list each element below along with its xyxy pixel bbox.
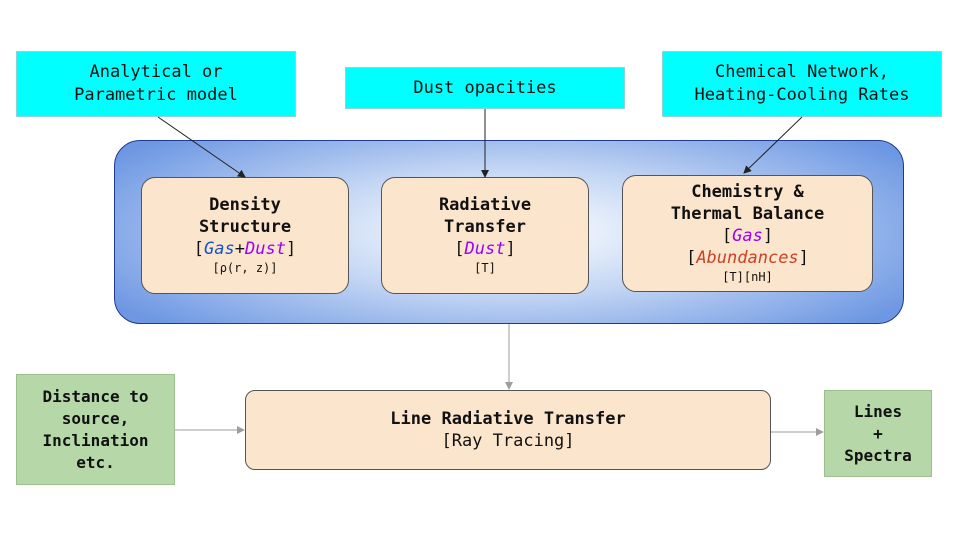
density-structure-box: Density Structure [Gas+Dust] [ρ(r, z)] bbox=[141, 177, 349, 294]
distance-line4: etc. bbox=[76, 452, 115, 472]
chemical-to-chemistry-arrow bbox=[743, 116, 803, 174]
gas-label: Gas bbox=[732, 226, 763, 246]
line-rt-detail: [Ray Tracing] bbox=[441, 431, 575, 451]
model-input-line2: Parametric model bbox=[74, 85, 238, 105]
output-line1: Lines bbox=[853, 401, 903, 421]
dust-label: Dust bbox=[245, 239, 286, 259]
dust-opacities-label: Dust opacities bbox=[413, 77, 557, 98]
line-rt-title: Line Radiative Transfer bbox=[390, 409, 626, 429]
output-line2: + bbox=[873, 423, 883, 443]
output-line3: Spectra bbox=[844, 445, 912, 465]
distance-line1: Distance to bbox=[42, 386, 149, 406]
chemical-network-box: Chemical Network, Heating-Cooling Rates bbox=[662, 51, 942, 117]
model-input-line1: Analytical or bbox=[89, 62, 223, 82]
output-box: Lines + Spectra bbox=[824, 390, 932, 477]
chemistry-box: Chemistry & Thermal Balance [Gas] [Abund… bbox=[622, 175, 873, 292]
radiative-transfer-box: Radiative Transfer [Dust] [T] bbox=[381, 177, 589, 294]
chemical-network-line1: Chemical Network, bbox=[715, 62, 889, 82]
distance-line3: Inclination bbox=[42, 430, 149, 450]
density-title-line2: Structure bbox=[198, 217, 292, 237]
density-detail: [ρ(r, z)] bbox=[212, 261, 278, 275]
radiative-species: [Dust] bbox=[454, 239, 516, 259]
distance-line2: source, bbox=[61, 408, 130, 428]
radiative-detail: [T] bbox=[474, 261, 496, 275]
distance-box: Distance to source, Inclination etc. bbox=[16, 374, 175, 485]
chemistry-title-line1: Chemistry & bbox=[691, 182, 804, 202]
radiative-title-line1: Radiative bbox=[438, 195, 532, 215]
line-radiative-transfer-box: Line Radiative Transfer [Ray Tracing] bbox=[245, 390, 771, 470]
dust-opacities-box: Dust opacities bbox=[345, 67, 625, 109]
chemistry-title-line2: Thermal Balance bbox=[670, 204, 825, 224]
chemistry-abundances: [Abundances] bbox=[686, 248, 809, 268]
density-title-line1: Density bbox=[209, 195, 281, 215]
dust-label: Dust bbox=[464, 239, 506, 259]
density-species: [Gas+Dust] bbox=[193, 239, 297, 259]
model-to-density-arrow bbox=[157, 116, 246, 178]
model-input-box: Analytical or Parametric model bbox=[16, 51, 296, 117]
abundances-label: Abundances bbox=[696, 248, 799, 268]
chemistry-detail: [T][nH] bbox=[722, 270, 773, 284]
gas-label: Gas bbox=[204, 239, 235, 259]
chemistry-gas: [Gas] bbox=[721, 226, 774, 246]
chemical-network-line2: Heating-Cooling Rates bbox=[694, 85, 910, 105]
radiative-title-line2: Transfer bbox=[444, 217, 526, 237]
